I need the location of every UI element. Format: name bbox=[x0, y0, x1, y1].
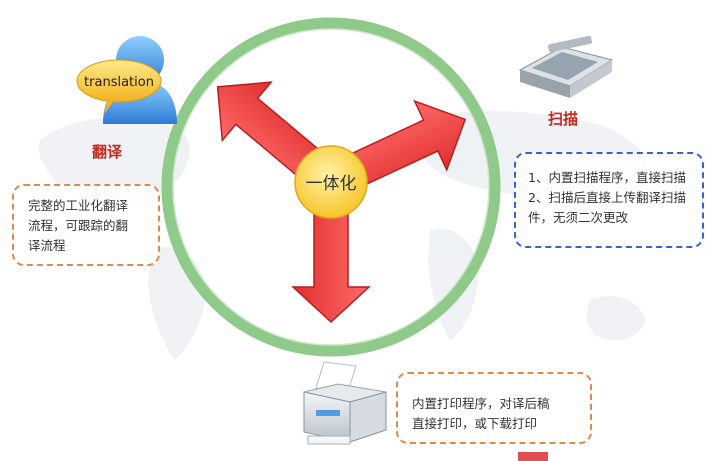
scan-note-line: 1、内置扫描程序，直接扫描 bbox=[528, 170, 686, 185]
translation-person-icon: translation bbox=[76, 36, 177, 124]
printer-icon bbox=[303, 361, 387, 445]
translation-bubble-text: translation bbox=[84, 75, 154, 90]
translation-note-line: 完整的工业化翻译 bbox=[28, 198, 129, 213]
print-note-line: 内置打印程序，对译后稿 bbox=[412, 396, 550, 411]
scan-note-line: 2、扫描后直接上传翻译扫描 bbox=[528, 190, 686, 205]
scan-note: 1、内置扫描程序，直接扫描 2、扫描后直接上传翻译扫描 件，无须二次更改 bbox=[514, 152, 704, 248]
bottom-red-mark bbox=[518, 452, 548, 461]
center-label: 一体化 bbox=[306, 174, 357, 194]
translation-label: 翻译 bbox=[92, 143, 123, 161]
translation-note-line: 译流程 bbox=[28, 238, 66, 253]
print-note: 内置打印程序，对译后稿 直接打印，或下载打印 bbox=[396, 372, 592, 444]
center-circle bbox=[294, 145, 368, 219]
scanner-icon bbox=[518, 35, 614, 98]
translation-note: 完整的工业化翻译 流程，可跟踪的翻 译流程 bbox=[12, 184, 160, 266]
integration-ring bbox=[161, 17, 501, 357]
print-note-line: 直接打印，或下载打印 bbox=[412, 416, 538, 431]
integration-ring-inner-edge bbox=[172, 28, 490, 346]
scan-label: 扫描 bbox=[548, 110, 579, 128]
translation-note-line: 流程，可跟踪的翻 bbox=[28, 218, 129, 233]
scan-note-line: 件，无须二次更改 bbox=[528, 210, 629, 225]
